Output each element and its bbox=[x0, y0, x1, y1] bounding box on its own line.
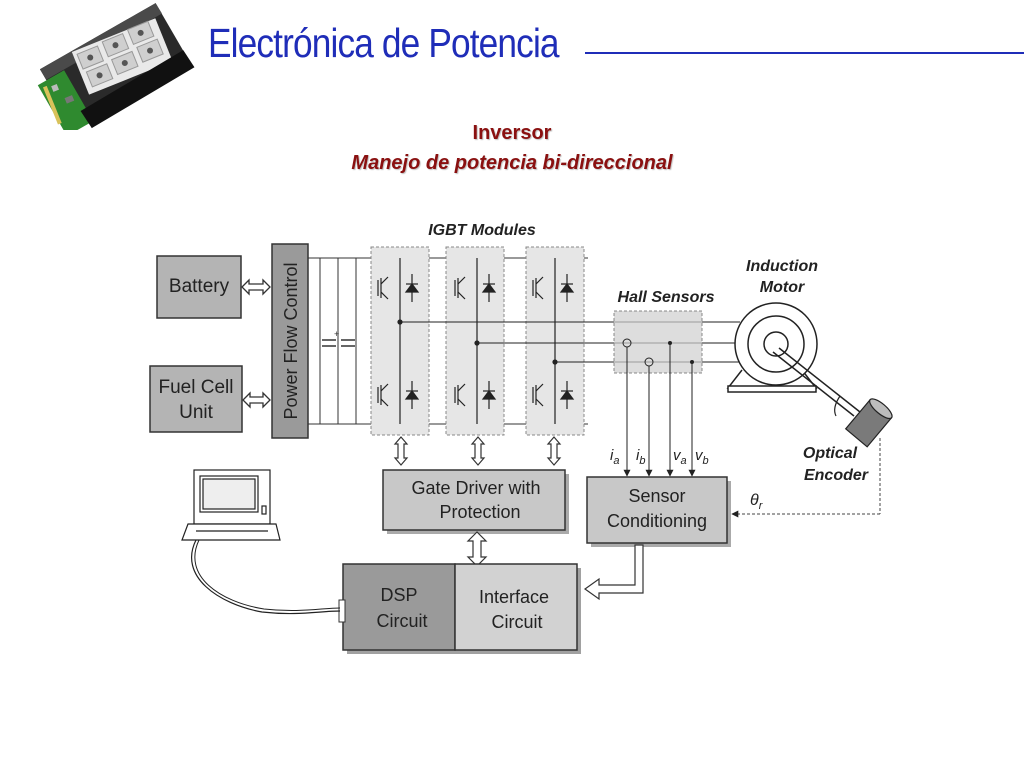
igbt-switch-icon bbox=[377, 274, 420, 302]
slide-subtitle: Inversor bbox=[472, 122, 552, 144]
induction-motor-label-line2: Motor bbox=[760, 279, 805, 296]
sensor-conditioning-block: Sensor Conditioning bbox=[586, 476, 731, 547]
fuel-cell-link-arrow bbox=[242, 391, 271, 409]
interface-label-line2: Circuit bbox=[491, 612, 542, 632]
dsp-label-line2: Circuit bbox=[376, 611, 427, 631]
igbt-switch-icon bbox=[377, 381, 420, 409]
igbt-module-photo bbox=[37, 3, 195, 130]
svg-text:+: + bbox=[334, 329, 339, 339]
title-rule bbox=[585, 52, 1024, 54]
gate-driver-block: Gate Driver with Protection bbox=[382, 469, 569, 534]
igbt-switch-icon bbox=[454, 381, 497, 409]
igbt-switch-icon bbox=[454, 274, 497, 302]
svg-text:ia: ia bbox=[610, 447, 619, 467]
hall-sensors-label: Hall Sensors bbox=[618, 289, 715, 306]
conditioning-to-interface-arrow bbox=[583, 544, 644, 601]
svg-text:va: va bbox=[673, 447, 687, 467]
computer-cable bbox=[190, 539, 341, 615]
igbt-leg-2 bbox=[445, 246, 505, 436]
slide-subtitle-detail: Manejo de potencia bi-direccional bbox=[351, 152, 673, 174]
sensor-signal-labels: ia ib va vb bbox=[610, 447, 709, 467]
optical-encoder-icon bbox=[834, 395, 893, 448]
sensor-conditioning-line2: Conditioning bbox=[607, 511, 707, 531]
optical-encoder-label-line2: Encoder bbox=[804, 467, 869, 484]
sensor-conditioning-line1: Sensor bbox=[628, 486, 685, 506]
gate-driver-line2: Protection bbox=[439, 502, 520, 522]
svg-text:vb: vb bbox=[695, 447, 709, 467]
power-flow-control-block: Power Flow Control bbox=[271, 243, 309, 439]
igbt-modules-label: IGBT Modules bbox=[428, 222, 536, 239]
interface-label-line1: Interface bbox=[479, 587, 549, 607]
hall-sensors-block bbox=[613, 310, 703, 374]
dsp-interface-block: DSP Circuit Interface Circuit bbox=[338, 563, 581, 654]
dsp-label-line1: DSP bbox=[380, 585, 417, 605]
page-title: Electrónica de Potencia bbox=[208, 20, 560, 66]
induction-motor-icon bbox=[726, 302, 861, 417]
optical-encoder-label-line1: Optical bbox=[803, 445, 858, 462]
battery-block: Battery bbox=[156, 255, 242, 319]
fuel-cell-label-line2: Unit bbox=[179, 402, 214, 423]
gate-driver-line1: Gate Driver with bbox=[411, 478, 540, 498]
battery-label: Battery bbox=[169, 276, 230, 297]
igbt-switches bbox=[377, 258, 575, 424]
fuel-cell-label-line1: Fuel Cell bbox=[159, 377, 234, 398]
sensor-signal-lines bbox=[623, 343, 696, 477]
induction-motor-label-line1: Induction bbox=[746, 258, 818, 275]
capacitor-icon: + bbox=[322, 329, 355, 347]
power-flow-control-label: Power Flow Control bbox=[281, 262, 301, 419]
gate-signal-arrows bbox=[393, 436, 562, 567]
igbt-switch-icon bbox=[532, 381, 575, 409]
encoder-feedback-line bbox=[731, 438, 881, 518]
theta-r-label: θr bbox=[750, 492, 764, 512]
fuel-cell-block: Fuel Cell Unit bbox=[149, 365, 243, 433]
svg-text:ib: ib bbox=[636, 447, 645, 467]
computer-terminal-icon bbox=[181, 469, 281, 541]
igbt-switch-icon bbox=[532, 274, 575, 302]
battery-link-arrow bbox=[241, 278, 271, 296]
